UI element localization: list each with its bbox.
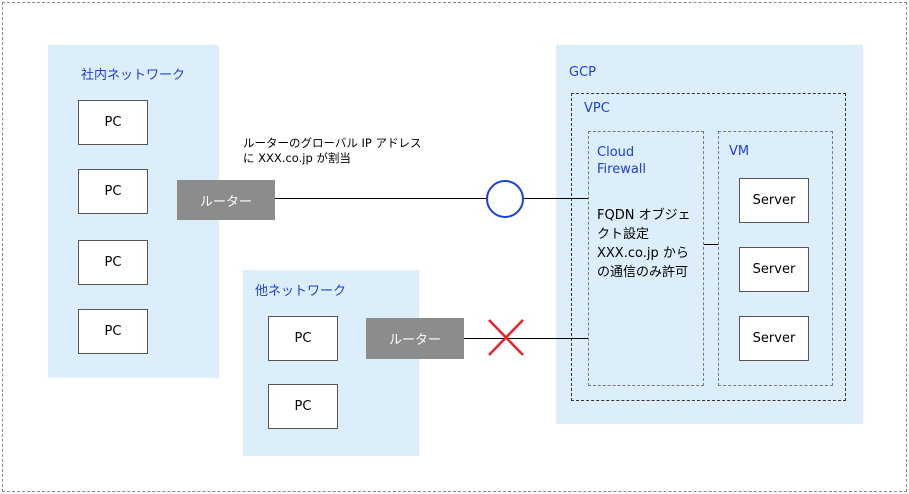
vpc-boundary bbox=[571, 93, 846, 401]
cloud-firewall-title-line1: Cloud bbox=[597, 145, 635, 160]
router-ip-note: ルーターのグローバル IP アドレス に XXX.co.jp が割当 bbox=[243, 136, 422, 166]
firewall-vm-link bbox=[704, 244, 718, 245]
vpc-title: VPC bbox=[584, 101, 610, 116]
firewall-rule-line2: クト設定 bbox=[597, 227, 650, 242]
circle-allowed-icon bbox=[486, 180, 524, 218]
vm-title: VM bbox=[729, 144, 750, 159]
other-router: ルーター bbox=[366, 318, 464, 359]
firewall-rule-line4: の通信のみ許可 bbox=[597, 265, 689, 280]
router-ip-note-line2: に XXX.co.jp が割当 bbox=[243, 151, 351, 165]
blocked-connection-line bbox=[464, 338, 588, 339]
server-1: Server bbox=[739, 178, 809, 223]
gcp-title: GCP bbox=[569, 65, 596, 80]
router-ip-note-line1: ルーターのグローバル IP アドレス bbox=[243, 136, 422, 150]
internal-router: ルーター bbox=[177, 180, 275, 220]
internal-pc-3: PC bbox=[78, 240, 148, 285]
cloud-firewall-boundary bbox=[588, 131, 704, 386]
firewall-rule-line3: XXX.co.jp から bbox=[597, 246, 689, 261]
server-2: Server bbox=[739, 247, 809, 292]
firewall-rule-line1: FQDN オブジェ bbox=[597, 208, 691, 223]
internal-pc-4: PC bbox=[78, 309, 148, 354]
internal-pc-2: PC bbox=[78, 169, 148, 214]
cloud-firewall-title: Cloud Firewall bbox=[597, 144, 646, 178]
internal-pc-1: PC bbox=[78, 100, 148, 145]
cross-blocked-icon bbox=[488, 319, 524, 356]
other-pc-1: PC bbox=[268, 316, 338, 361]
vm-boundary bbox=[718, 131, 833, 386]
firewall-rule-text: FQDN オブジェ クト設定 XXX.co.jp から の通信のみ許可 bbox=[597, 206, 691, 282]
server-3: Server bbox=[739, 316, 809, 361]
other-network-title: 他ネットワーク bbox=[255, 284, 347, 299]
allowed-connection-line bbox=[275, 198, 588, 199]
other-pc-2: PC bbox=[268, 384, 338, 429]
cloud-firewall-title-line2: Firewall bbox=[597, 162, 647, 177]
gcp-zone bbox=[556, 45, 863, 424]
internal-network-title: 社内ネットワーク bbox=[81, 68, 186, 83]
